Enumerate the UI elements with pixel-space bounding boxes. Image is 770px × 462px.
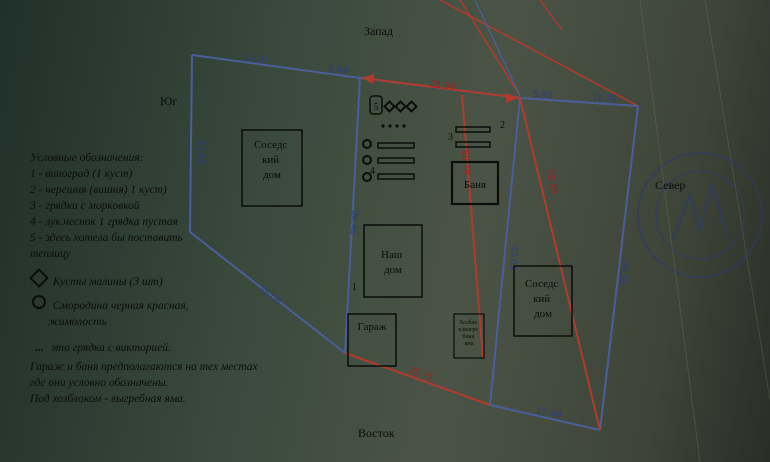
legend-item: 2 - черешня (вишня) 1 куст) <box>30 184 167 196</box>
greenhouse-marker: 5 <box>369 95 383 115</box>
our-house: Наш дом <box>363 224 423 298</box>
marker-3: 3 <box>448 132 453 143</box>
legend-item: теплицу <box>30 248 71 260</box>
legend-raspberry: Кусты малины (3 шт) <box>29 268 330 290</box>
legend-currant-label-2: жимолость <box>48 316 107 328</box>
circle-icon <box>32 295 46 309</box>
survey-lines-top <box>439 0 639 107</box>
dim-label: 21.59 <box>430 79 457 93</box>
neighbor-house-left: Соседс кий дом <box>241 129 303 207</box>
legend-note: Под хозблоком - выгребная яма. <box>30 393 186 405</box>
dim-label: 5.93 <box>533 89 554 101</box>
dim-label: 46.56 <box>616 260 630 286</box>
direction-north: Север <box>655 178 685 192</box>
direction-west: Запад <box>364 24 393 38</box>
legend-note: где они условно обозначены. <box>30 377 169 389</box>
raspberry-bushes <box>383 100 418 113</box>
dim-label: 11.16 <box>592 92 617 105</box>
direction-east: Восток <box>358 426 395 440</box>
bath-house: Баня <box>450 160 500 206</box>
neighbor-left-l1: Соседс <box>254 139 287 151</box>
direction-south: Юг <box>160 94 177 108</box>
dim-label: 96.45 <box>348 210 360 236</box>
bath-label: Баня <box>464 179 486 191</box>
dim-label: 43.05 <box>507 245 520 271</box>
legend-note: Гараж и баня предполагаются на тех места… <box>30 361 258 373</box>
marker-4: 4 <box>370 166 375 177</box>
dots-icon: ... <box>34 342 44 354</box>
legend-currant-label: Смородина черная красная, <box>52 300 189 312</box>
shed: Хозбло к/выгре бная яма <box>453 313 485 359</box>
marker-2: 2 <box>500 120 505 131</box>
legend-title: Условные обозначения: <box>30 152 144 164</box>
neighbor-left-l3: дом <box>263 169 281 181</box>
svg-text:5: 5 <box>374 102 379 113</box>
neighbor-house-right: Соседс кий дом <box>513 265 573 337</box>
dim-label: 15.10 <box>242 52 268 66</box>
legend-strawberry-label: это грядка с викторией. <box>50 342 171 354</box>
legend-raspberry-label: Кусты малины (3 шт) <box>52 276 163 288</box>
legend-strawberry: ... это грядка с викторией. <box>30 340 330 356</box>
legend-item: 4 - лук.чеснок 1 грядка пустая <box>30 216 178 228</box>
marker-1: 1 <box>352 282 357 293</box>
legend-currant: Смородина черная красная, <box>30 295 330 314</box>
legend: Условные обозначения: 1 - виноград (1 ку… <box>29 150 330 407</box>
diamond-icon <box>29 268 49 288</box>
garage: Гараж <box>347 313 397 367</box>
garlic-beds <box>377 142 415 180</box>
currant-bushes <box>362 139 372 182</box>
dim-label: 78.18 <box>543 168 560 195</box>
svg-text:Соседс кий дом: Соседс кий дом <box>254 139 290 181</box>
legend-item: 5 - здесь хотела бы поставить <box>30 232 183 244</box>
stamp-seal <box>637 152 763 278</box>
dim-label: 23.06 <box>195 140 206 165</box>
strawberry-bed <box>381 124 406 128</box>
svg-text:Наш дом: Наш дом <box>381 249 405 276</box>
neighbor-left-l2: кий <box>262 154 279 166</box>
svg-text:Хозбло к/выгре бна: Хозбло к/выгре бная яма <box>458 319 479 347</box>
legend-item: 1 - виноград (1 куст) <box>30 168 133 180</box>
arrow-head <box>362 74 374 84</box>
scan-overlay <box>639 0 770 462</box>
carrot-beds <box>455 126 491 148</box>
arrow-head <box>506 93 518 103</box>
dim-label: 6.49 <box>328 64 349 77</box>
garage-label: Гараж <box>358 321 387 333</box>
legend-item: 3 - грядки с морковкой <box>30 200 140 212</box>
svg-text:Соседс кий дом: Соседс кий дом <box>525 278 561 320</box>
